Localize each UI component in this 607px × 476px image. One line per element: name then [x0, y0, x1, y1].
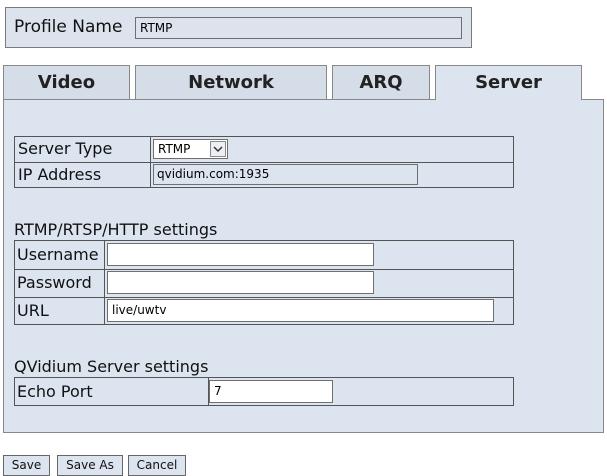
ip-address-field[interactable]: qvidium.com:1935 [153, 164, 418, 185]
tab-video[interactable]: Video [3, 65, 130, 100]
tab-server-label: Server [475, 72, 542, 93]
save-button[interactable]: Save [3, 455, 50, 476]
password-label: Password [17, 273, 92, 292]
tab-network[interactable]: Network [135, 65, 327, 100]
username-input[interactable] [107, 243, 374, 266]
profile-name-field[interactable]: RTMP [135, 17, 462, 39]
echo-port-input[interactable]: 7 [209, 380, 333, 403]
server-type-value: RTMP [158, 142, 191, 156]
chevron-down-icon[interactable] [210, 141, 226, 157]
tab-arq[interactable]: ARQ [332, 65, 430, 100]
server-table [14, 136, 514, 188]
server-type-select[interactable]: RTMP [153, 139, 228, 159]
password-input[interactable] [107, 271, 374, 294]
username-label: Username [17, 245, 99, 264]
profile-name-label: Profile Name [14, 17, 123, 37]
save-as-button[interactable]: Save As [57, 455, 123, 476]
echo-port-label: Echo Port [17, 382, 93, 401]
tab-network-label: Network [188, 72, 274, 93]
cancel-button[interactable]: Cancel [128, 455, 186, 476]
tab-video-label: Video [37, 72, 96, 93]
server-type-label: Server Type [18, 139, 113, 158]
url-label: URL [17, 301, 49, 320]
ip-address-label: IP Address [18, 165, 102, 184]
rtmp-settings-title: RTMP/RTSP/HTTP settings [14, 220, 218, 239]
tab-arq-label: ARQ [359, 72, 403, 93]
url-input[interactable]: live/uwtv [107, 299, 494, 322]
tab-server[interactable]: Server [435, 65, 582, 100]
qvidium-settings-title: QVidium Server settings [14, 357, 209, 376]
